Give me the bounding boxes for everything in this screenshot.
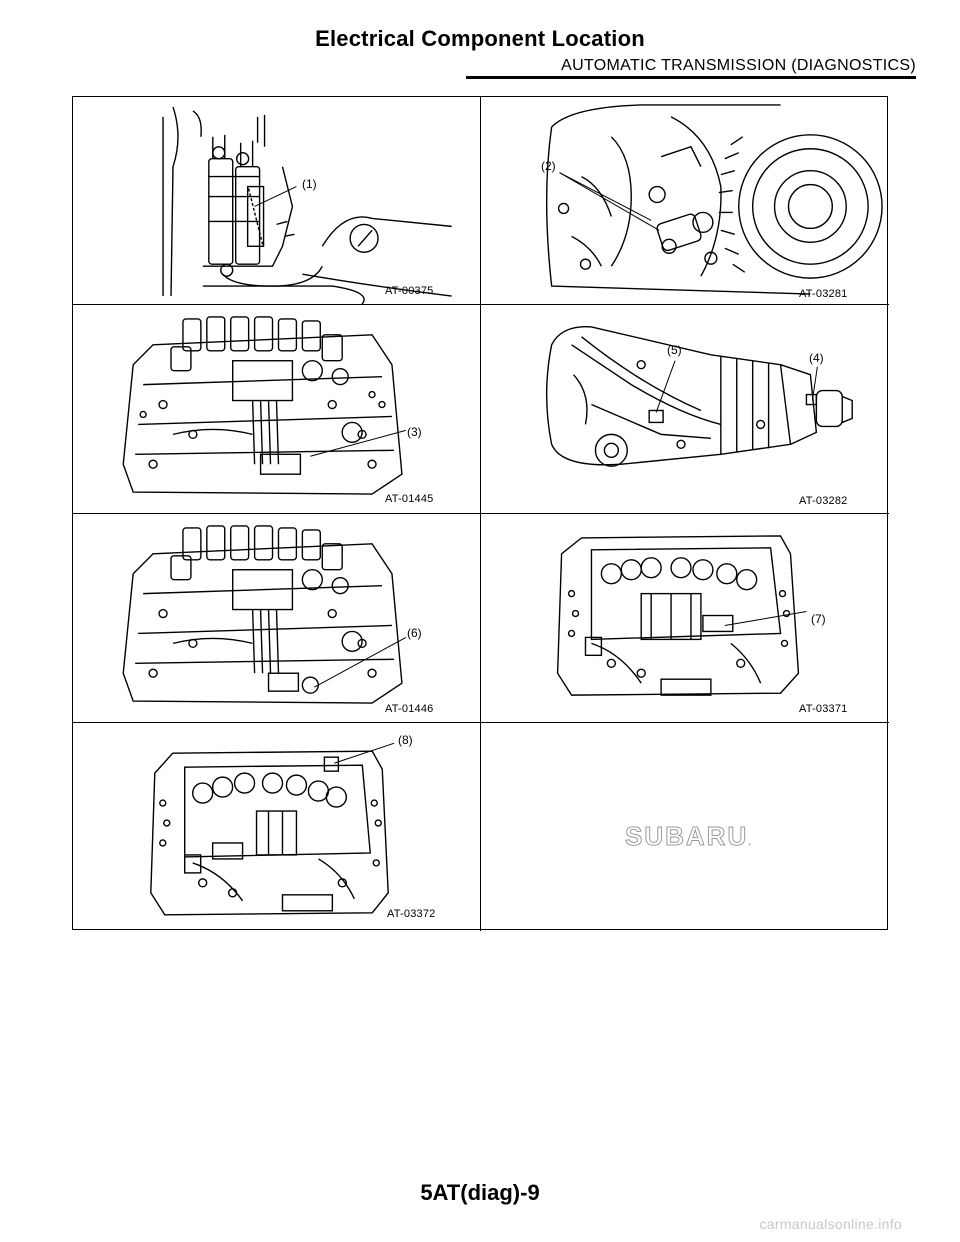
watermark: carmanualsonline.info xyxy=(759,1216,902,1232)
figure-cell-6: (7) AT-03371 xyxy=(481,514,889,723)
figure-6-code: AT-03371 xyxy=(799,703,848,715)
page-number: 5AT(diag)-9 xyxy=(420,1180,540,1205)
figure-1-callout-1: (1) xyxy=(302,177,317,191)
figure-5-drawing xyxy=(122,525,407,704)
figure-grid: (1) AT-00375 xyxy=(72,96,889,931)
figure-7-callout-8: (8) xyxy=(398,733,413,747)
header-rule xyxy=(466,76,916,79)
section-subtitle: AUTOMATIC TRANSMISSION (DIAGNOSTICS) xyxy=(561,57,916,74)
figure-4-code: AT-03282 xyxy=(799,495,848,507)
figure-6-callout-7: (7) xyxy=(811,612,826,626)
figure-cell-1: (1) AT-00375 xyxy=(73,97,481,305)
figure-2-callout-2: (2) xyxy=(541,159,556,173)
figure-3-code: AT-01445 xyxy=(385,493,434,505)
figure-cell-7: (8) AT-03372 xyxy=(73,723,481,931)
figure-3-drawing xyxy=(122,316,407,495)
figure-3-callout-3: (3) xyxy=(407,425,422,439)
figure-4-callout-5: (5) xyxy=(667,343,682,357)
figure-2-code: AT-03281 xyxy=(799,288,848,300)
figure-2-drawing xyxy=(546,104,883,295)
figure-7-drawing xyxy=(150,742,395,916)
page-title: Electrical Component Location xyxy=(315,26,645,51)
figure-1-code: AT-00375 xyxy=(385,285,434,297)
figure-cell-8: SUBARU. xyxy=(481,723,889,931)
figure-4-callout-4: (4) xyxy=(809,351,824,365)
figure-cell-2: (2) AT-03281 xyxy=(481,97,889,305)
figure-1-drawing xyxy=(162,106,452,304)
subaru-logo: SUBARU. xyxy=(624,821,754,852)
figure-7-code: AT-03372 xyxy=(387,908,436,920)
figure-cell-3: (3) AT-01445 xyxy=(73,305,481,514)
figure-6-drawing xyxy=(556,535,807,696)
figure-cell-4: (5) (4) AT-03282 xyxy=(481,305,889,514)
figure-5-code: AT-01446 xyxy=(385,703,434,715)
figure-cell-5: (6) AT-01446 xyxy=(73,514,481,723)
figure-4-drawing xyxy=(546,326,853,467)
figure-5-callout-6: (6) xyxy=(407,626,422,640)
